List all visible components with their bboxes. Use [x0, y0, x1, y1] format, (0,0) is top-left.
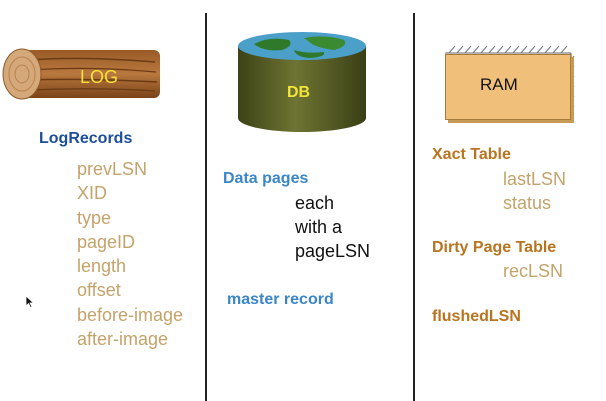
log-records-heading: LogRecords [39, 130, 133, 147]
log-label: LOG [80, 67, 119, 87]
data-pages-line-each: each [295, 193, 335, 213]
column-divider-right [413, 13, 415, 401]
dirty-field-reclsn: recLSN [503, 261, 564, 281]
log-records-field-list: prevLSN XID type pageID length offset be… [77, 157, 183, 351]
data-pages-line-pagelsn: pageLSN [295, 241, 371, 261]
log-field-type: type [77, 207, 112, 228]
log-field-length: length [77, 256, 127, 277]
data-pages-line-with-a: with a [295, 217, 343, 237]
xact-table-heading: Xact Table [432, 146, 511, 163]
log-icon [2, 48, 160, 100]
log-field-xid: XID [77, 183, 108, 204]
database-icon [238, 32, 366, 132]
dirty-page-table-field-list: recLSN [503, 259, 563, 283]
log-field-offset: offset [77, 280, 121, 301]
log-field-after-image: after-image [77, 329, 169, 350]
data-pages-heading: Data pages [223, 170, 309, 187]
xact-field-status: status [503, 193, 552, 214]
master-record-label: master record [227, 291, 334, 308]
xact-field-lastlsn: lastLSN [503, 169, 567, 189]
ram-box [445, 54, 571, 120]
xact-table-field-list: lastLSN status [503, 167, 566, 216]
data-pages-description: each with a pageLSN [295, 191, 370, 263]
column-divider-left [205, 13, 207, 401]
dirty-page-table-heading: Dirty Page Table [432, 239, 557, 256]
log-field-prevlsn: prevLSN [77, 159, 148, 179]
db-label: DB [287, 84, 311, 101]
log-field-before-image: before-image [77, 304, 184, 325]
mouse-cursor-icon [25, 295, 35, 309]
log-field-pageid: pageID [77, 231, 136, 252]
ram-hatch-icon [445, 45, 575, 122]
flushed-lsn-label: flushedLSN [432, 308, 521, 325]
ram-label: RAM [480, 75, 518, 94]
